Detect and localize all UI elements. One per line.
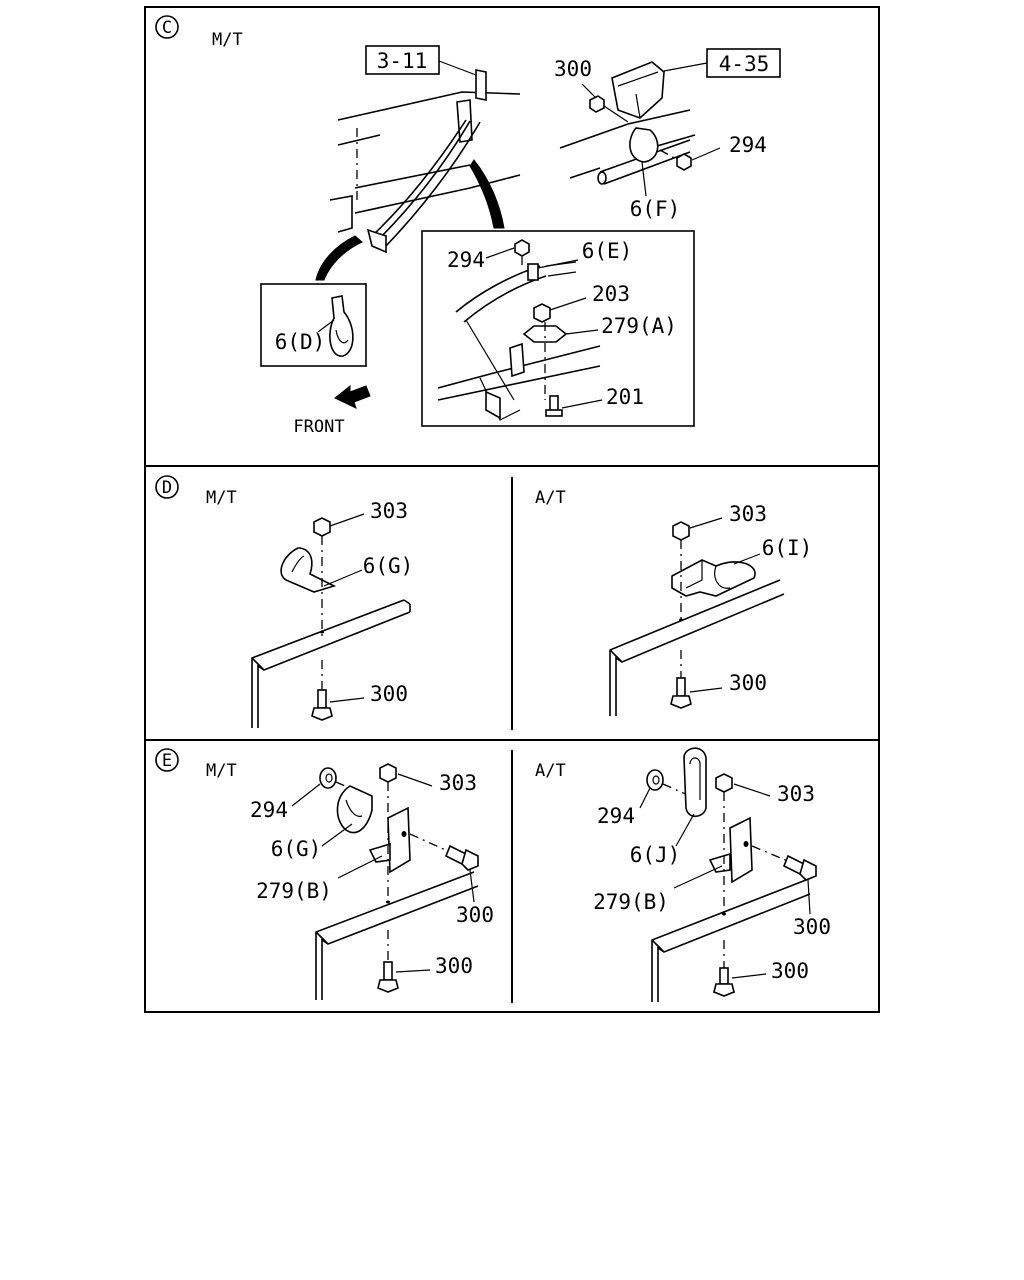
callout-arrow-d bbox=[315, 235, 363, 281]
front-arrow-icon bbox=[334, 384, 371, 409]
panel-d-mt: D M/T bbox=[155, 475, 411, 728]
front-label: FRONT bbox=[293, 417, 344, 437]
label-d-mt-300: 300 bbox=[370, 682, 408, 706]
section-marker-c: C bbox=[155, 15, 179, 39]
label-c-6d: 6(D) bbox=[275, 330, 326, 354]
label-d-at-303: 303 bbox=[729, 502, 767, 526]
label-e-mt-300-bottom: 300 bbox=[435, 954, 473, 978]
label-e-at-279b: 279(B) bbox=[593, 890, 669, 914]
variant-label-d-mt: M/T bbox=[206, 488, 237, 508]
section-marker-d: D bbox=[155, 475, 179, 499]
label-e-at-303: 303 bbox=[777, 782, 815, 806]
label-c-6e: 6(E) bbox=[582, 239, 633, 263]
label-c-294: 294 bbox=[729, 133, 767, 157]
ref-3-11-text: 3-11 bbox=[377, 49, 428, 73]
panel-e-mt: E M/T bbox=[155, 748, 479, 1000]
label-e-at-300-bottom: 300 bbox=[771, 959, 809, 983]
label-c-294-inset: 294 bbox=[447, 248, 485, 272]
panel-c: C M/T 3-11 4-35 bbox=[155, 15, 781, 437]
label-e-at-300-side: 300 bbox=[793, 915, 831, 939]
label-d-at-300: 300 bbox=[729, 671, 767, 695]
variant-label-c: M/T bbox=[212, 30, 243, 50]
label-d-mt-6g: 6(G) bbox=[363, 554, 414, 578]
section-marker-e-text: E bbox=[162, 751, 172, 771]
diagram-frame bbox=[144, 6, 880, 1013]
label-e-at-294: 294 bbox=[597, 804, 635, 828]
inset-6d: 6(D) bbox=[260, 283, 367, 367]
label-d-mt-303: 303 bbox=[370, 499, 408, 523]
section-marker-d-text: D bbox=[162, 478, 172, 498]
label-d-at-6i: 6(I) bbox=[762, 536, 813, 560]
bracket-4-35-assembly bbox=[559, 61, 696, 185]
label-c-300: 300 bbox=[554, 57, 592, 81]
frame-rail-left bbox=[329, 69, 521, 233]
ref-4-35-text: 4-35 bbox=[719, 52, 770, 76]
variant-label-d-at: A/T bbox=[535, 488, 566, 508]
panel-e-at: A/T bbox=[535, 747, 817, 1002]
panel-d-at: A/T bbox=[535, 488, 785, 716]
label-c-203: 203 bbox=[592, 282, 630, 306]
section-marker-c-text: C bbox=[162, 18, 172, 38]
tube-assembly bbox=[366, 119, 481, 254]
section-marker-e: E bbox=[155, 748, 179, 772]
ref-box-3-11: 3-11 bbox=[365, 45, 440, 75]
label-e-mt-294: 294 bbox=[250, 798, 288, 822]
label-e-mt-279b: 279(B) bbox=[256, 879, 332, 903]
ref-box-4-35: 4-35 bbox=[706, 48, 781, 78]
label-c-201: 201 bbox=[606, 385, 644, 409]
label-e-mt-300-side: 300 bbox=[456, 903, 494, 927]
variant-label-e-mt: M/T bbox=[206, 761, 237, 781]
label-c-279a: 279(A) bbox=[601, 314, 677, 338]
label-e-mt-6g: 6(G) bbox=[271, 837, 322, 861]
label-e-at-6j: 6(J) bbox=[630, 843, 681, 867]
label-c-6f: 6(F) bbox=[630, 197, 681, 221]
label-e-mt-303: 303 bbox=[439, 771, 477, 795]
callout-arrow-e bbox=[469, 159, 505, 229]
variant-label-e-at: A/T bbox=[535, 761, 566, 781]
